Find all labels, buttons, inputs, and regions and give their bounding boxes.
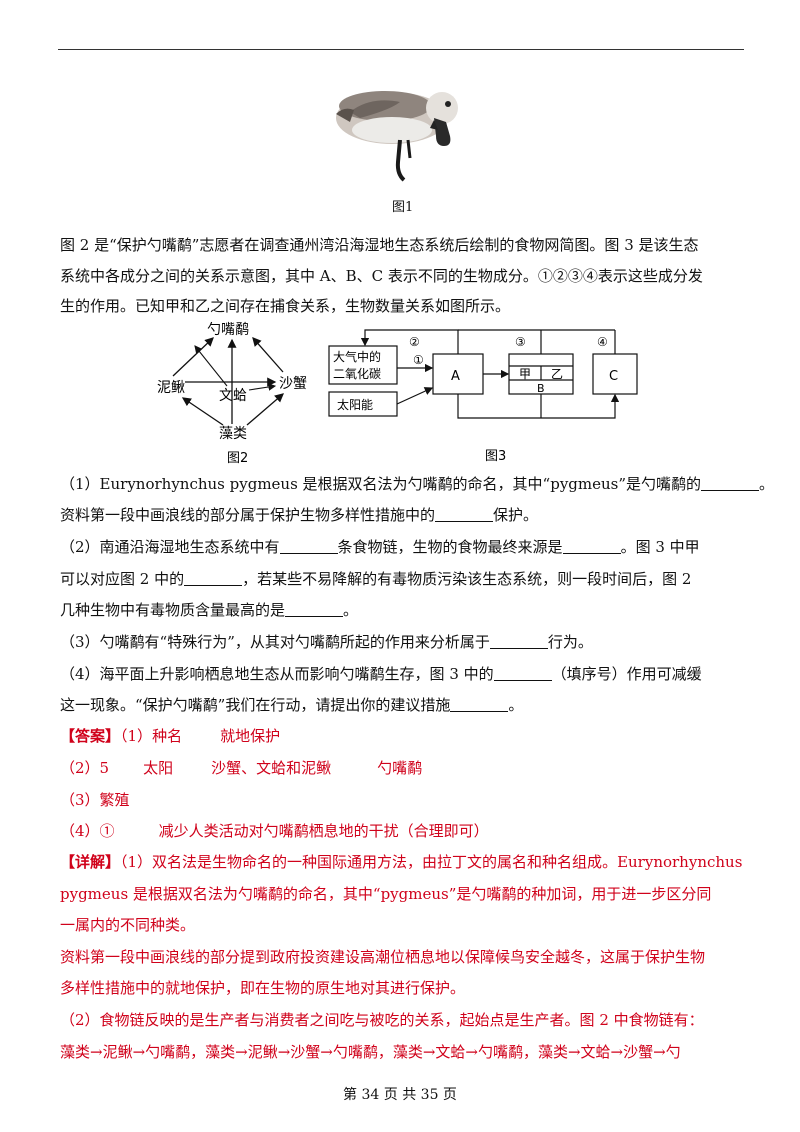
detail-line-7: 藻类→泥鳅→勺嘴鹬，藻类→泥鳅→沙蟹→勺嘴鹬，藻类→文蛤→勺嘴鹬，藻类→文蛤→沙… (60, 1043, 681, 1061)
node-loach: 泥鳅 (157, 380, 185, 396)
question-4-line-1: （4）海平面上升影响栖息地生态从而影响勺嘴鹬生存，图 3 中的（填序号）作用可减… (60, 665, 702, 683)
box-c: C (609, 369, 618, 384)
question-4-line-2: 这一现象。“保护勺嘴鹬”我们在行动，请提出你的建议措施。 (60, 696, 524, 714)
answer-line-1: 【答案】（1）种名就地保护 (60, 727, 281, 745)
label-jia: 甲 (519, 367, 531, 381)
answer-label: 【答案】 (60, 727, 121, 745)
blank-2d[interactable] (285, 602, 344, 617)
detail-line-2: pygmeus 是根据双名法为勺嘴鹬的命名，其中“pygmeus”是勺嘴鹬的种加… (60, 885, 712, 903)
detail-line-3: 一属内的不同种类。 (60, 916, 196, 934)
figure2-caption: 图2 (227, 451, 248, 466)
label-yi: 乙 (551, 367, 563, 381)
co2-label-line1: 大气中的 (333, 349, 381, 364)
num-4: ④ (597, 335, 608, 349)
answer-line-3: （3）繁殖 (60, 791, 130, 809)
node-sandpiper: 勺嘴鹬 (207, 321, 249, 338)
figure3-ecosystem-diagram: 大气中的 二氧化碳 太阳能 A 甲 乙 B C ① ② ③ ④ 图3 (328, 329, 638, 464)
num-3: ③ (515, 335, 526, 349)
question-2-line-1: （2）南通沿海湿地生态系统中有条食物链，生物的食物最终来源是。图 3 中甲 (60, 538, 700, 556)
header-rule (58, 49, 744, 50)
node-clam: 文蛤 (219, 388, 247, 404)
figure3-caption: 图3 (485, 449, 506, 464)
blank-3[interactable] (489, 634, 548, 649)
detail-line-1: 【详解】（1）双名法是生物命名的一种国际通用方法，由拉丁文的属名和种名组成。Eu… (60, 853, 743, 871)
blank-1a[interactable] (701, 476, 760, 491)
figure2-food-web: 勺嘴鹬 泥鳅 文蛤 沙蟹 藻类 图2 (157, 321, 307, 466)
detail-line-6: （2）食物链反映的是生产者与消费者之间吃与被吃的关系，起始点是生产者。图 2 中… (60, 1011, 704, 1029)
intro-line-1: 图 2 是“保护勺嘴鹬”志愿者在调查通州湾沿海湿地生态系统后绘制的食物网简图。图… (60, 236, 699, 254)
blank-2a[interactable] (279, 539, 338, 554)
intro-line-2: 系统中各成分之间的关系示意图，其中 A、B、C 表示不同的生物成分。①②③④表示… (60, 267, 703, 285)
num-1: ① (413, 353, 424, 367)
box-a: A (451, 369, 460, 384)
blank-2b[interactable] (562, 539, 621, 554)
page-footer: 第 34 页 共 35 页 (343, 1087, 457, 1103)
question-3: （3）勺嘴鹬有“特殊行为”，从其对勺嘴鹬所起的作用来分析属于行为。 (60, 633, 593, 651)
blank-4a[interactable] (493, 666, 552, 681)
question-1-line-1: （1）Eurynorhynchus pygmeus 是根据双名法为勺嘴鹬的命名，… (60, 475, 775, 493)
sun-label: 太阳能 (337, 397, 373, 412)
figure1-caption: 图1 (392, 200, 414, 215)
question-2-line-2: 可以对应图 2 中的，若某些不易降解的有毒物质污染该生态系统，则一段时间后，图 … (60, 570, 692, 588)
blank-1b[interactable] (435, 507, 494, 522)
detail-label: 【详解】 (60, 853, 121, 871)
node-crab: 沙蟹 (279, 376, 307, 392)
intro-line-3: 生的作用。已知甲和乙之间存在捕食关系，生物数量关系如图所示。 (60, 297, 511, 315)
co2-label-line2: 二氧化碳 (333, 367, 381, 381)
question-2-line-3: 几种生物中有毒物质含量最高的是。 (60, 601, 359, 619)
box-b: B (537, 382, 545, 395)
detail-line-4: 资料第一段中画浪线的部分提到政府投资建设高潮位栖息地以保障候鸟安全越冬，这属于保… (60, 948, 706, 966)
detail-line-5: 多样性措施中的就地保护，即在生物的原生地对其进行保护。 (60, 979, 466, 997)
spoon-billed-sandpiper-image (336, 91, 458, 182)
blank-2c[interactable] (184, 571, 243, 586)
blank-4b[interactable] (450, 697, 509, 712)
question-1-line-2: 资料第一段中画浪线的部分属于保护生物多样性措施中的保护。 (60, 506, 539, 524)
node-algae: 藻类 (219, 426, 247, 442)
num-2: ② (409, 335, 420, 349)
